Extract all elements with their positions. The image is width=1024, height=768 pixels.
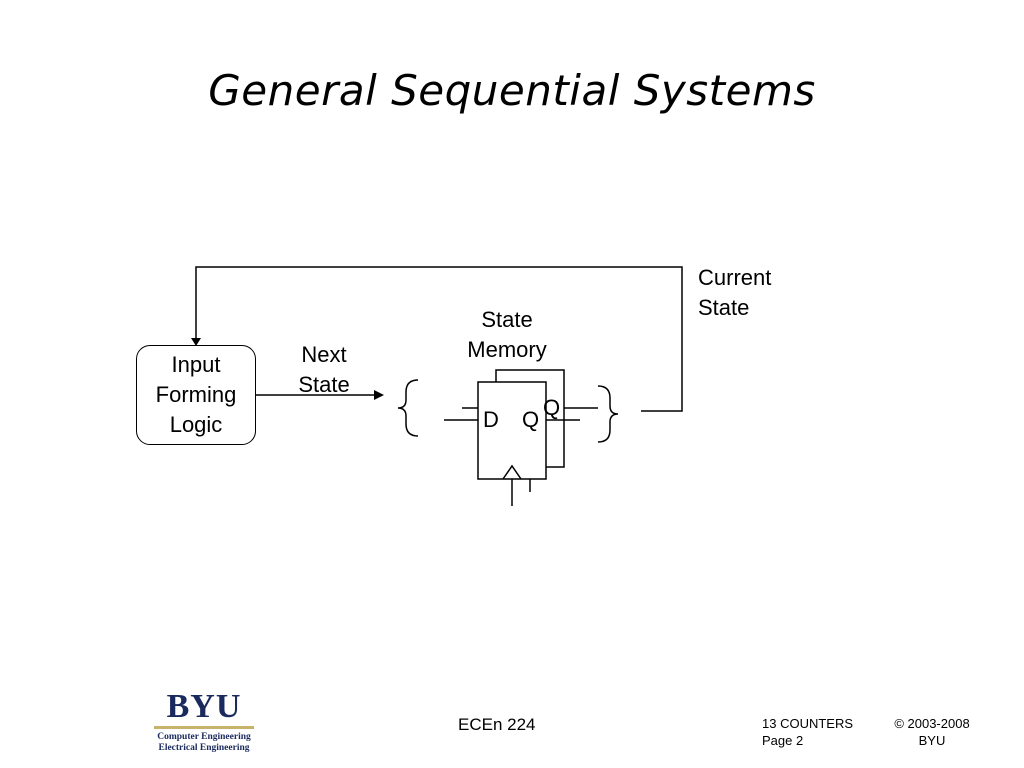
front-flip-flop-d-label: D <box>483 407 499 432</box>
copyright-years: © 2003-2008 <box>894 716 970 731</box>
section-info: 13 COUNTERS Page 2 <box>762 715 853 749</box>
flip-flop-front <box>477 381 547 480</box>
input-forming-logic-box: Input Forming Logic <box>136 345 256 445</box>
input-logic-line-1: Input <box>171 352 221 377</box>
page-number: Page 2 <box>762 733 804 748</box>
logo-mark: BYU <box>166 688 242 725</box>
section-name: 13 COUNTERS <box>762 716 854 731</box>
slide-title: General Sequential Systems <box>208 66 816 115</box>
left-brace <box>397 379 419 437</box>
next-state-arrowhead <box>374 390 384 400</box>
logo-accent-bar <box>154 726 254 729</box>
back-flip-flop-q-label: Q <box>543 395 561 420</box>
byu-logo: BYU Computer Engineering Electrical Engi… <box>154 690 254 754</box>
copyright-org: BYU <box>918 733 946 748</box>
input-logic-line-3: Logic <box>169 412 223 437</box>
logo-line-2: Electrical Engineering <box>158 743 250 753</box>
logo-line-1: Computer Engineering <box>157 732 251 742</box>
right-brace <box>597 385 619 443</box>
feedback-wire <box>195 266 683 412</box>
course-label: ECEn 224 <box>458 715 536 734</box>
clock-triangle <box>502 464 522 480</box>
front-flip-flop-q-label: Q <box>522 407 540 432</box>
next-state-label: Next State <box>298 342 350 397</box>
current-state-label: Current State <box>698 265 772 320</box>
input-logic-line-2: Forming <box>155 382 237 407</box>
copyright-info: © 2003-2008 BYU <box>890 715 974 749</box>
state-memory-label: State Memory <box>467 307 547 362</box>
feedback-arrowhead <box>191 338 201 346</box>
